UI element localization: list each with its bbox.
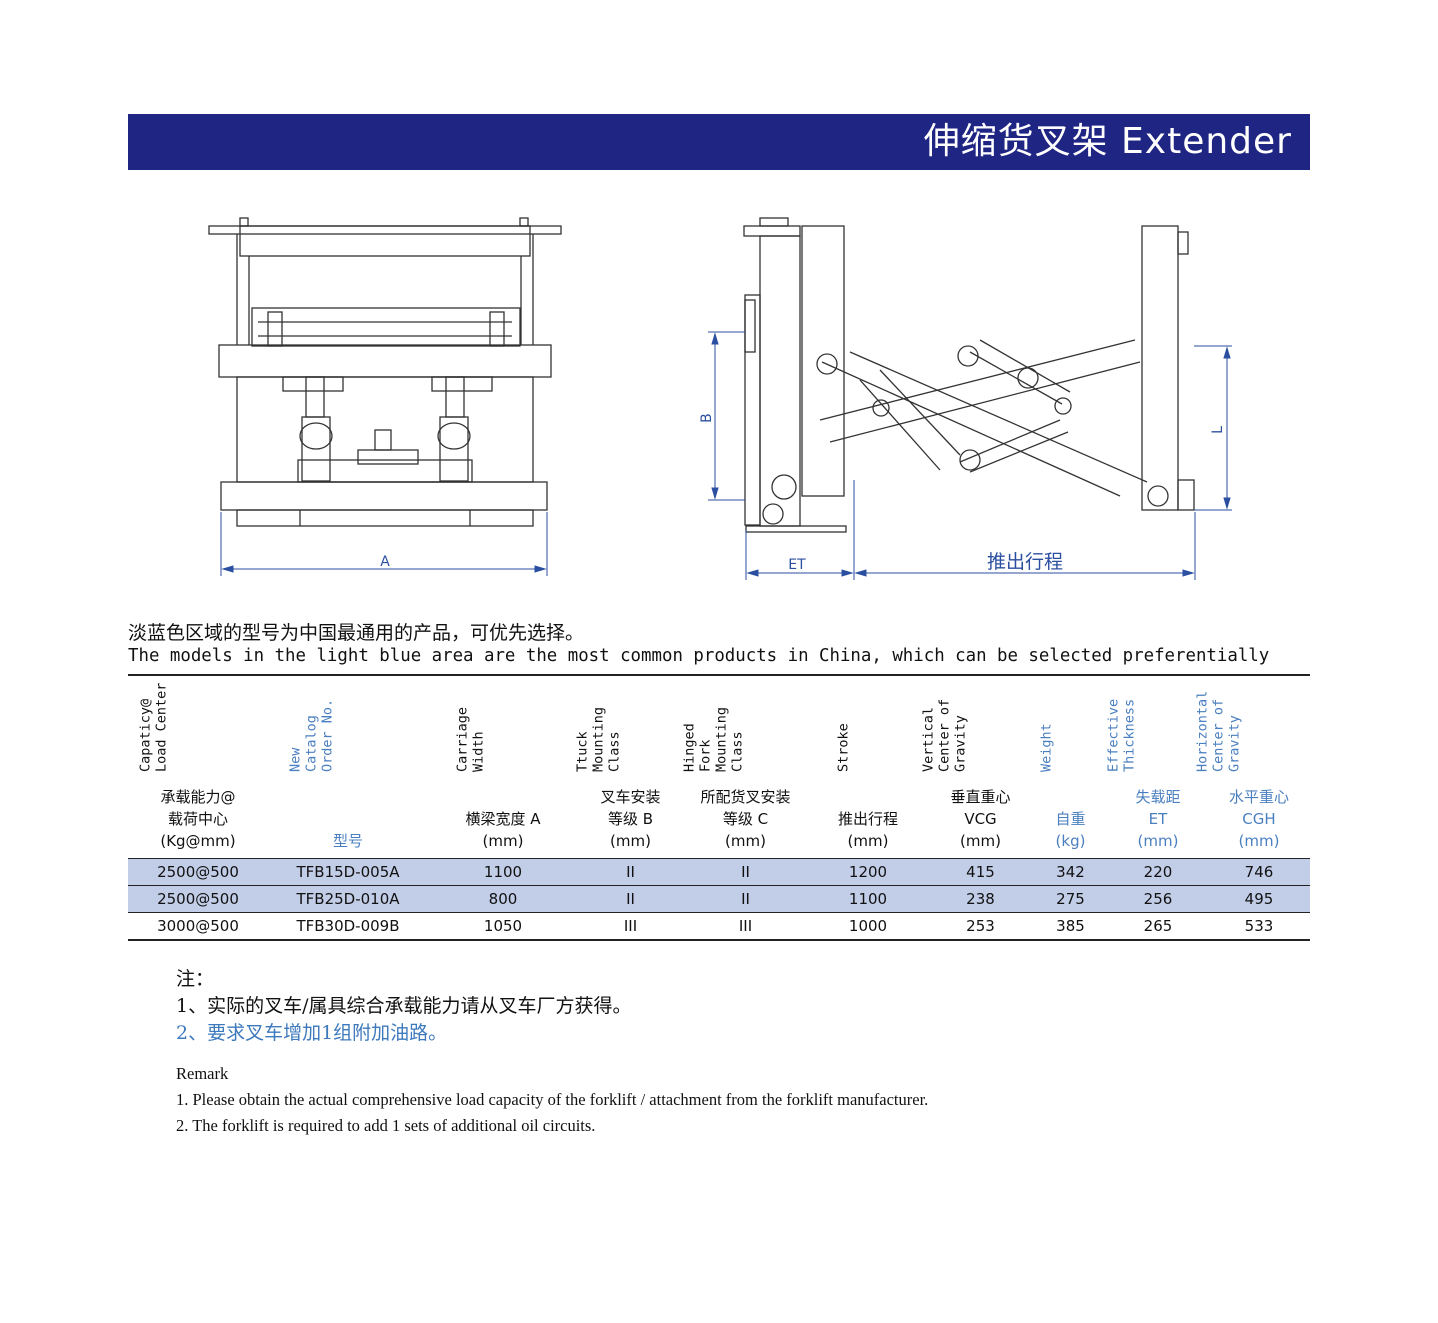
- table-cell: 265: [1143, 917, 1173, 935]
- table-row: 2500@500 TFB25D-010A 800 II II 1100 238 275 256 4…: [128, 885, 1310, 912]
- table-cell: 746: [1244, 863, 1274, 881]
- header-english: New Catalog Order No.: [287, 698, 336, 772]
- side-view: [743, 217, 1195, 533]
- remarks-title: Remark: [176, 1064, 229, 1083]
- table-cell: 253: [966, 917, 995, 935]
- header-cell: Hinged Fork Mounting Class 所配货叉安装 等级 C (m…: [680, 676, 808, 858]
- table-cell: 1100: [483, 863, 523, 881]
- table-cell: II: [741, 863, 750, 881]
- dimension-label-l: L: [1210, 426, 1226, 434]
- dimension-B: [708, 331, 745, 501]
- table-cell: 1000: [848, 917, 888, 935]
- dimension-label-b: B: [699, 413, 715, 423]
- table-cell: 495: [1244, 890, 1274, 908]
- header-cell: Horizontal Center of Gravity 水平重心 CGH (mm…: [1194, 676, 1310, 858]
- notes-title: 注：: [176, 968, 215, 990]
- table-cell: 2500@500: [157, 863, 239, 881]
- header-chinese: 推出行程 (mm): [837, 810, 898, 850]
- dimension-label-stroke: 推出行程: [987, 551, 1063, 573]
- header-cell: Effective Thickness 失载距 ET (mm): [1105, 676, 1208, 858]
- header-english: Weight: [1038, 723, 1055, 772]
- table-cell: 2500@500: [157, 890, 239, 908]
- header-chinese: 横梁宽度 A (mm): [465, 810, 541, 850]
- table-cell: 385: [1056, 917, 1085, 935]
- title-banner: 伸缩货叉架 Extender: [128, 114, 1310, 170]
- table-row: 3000@500 TFB30D-009B 1050 III III 1000 253 385 2…: [128, 912, 1310, 939]
- header-chinese: 叉车安装 等级 B (mm): [600, 788, 661, 850]
- notes-section: 注： 1、实际的叉车/属具综合承载能力请从叉车厂方获得。 2、要求叉车增加1组附…: [176, 966, 632, 1047]
- header-chinese: 垂直重心 VCG (mm): [950, 788, 1011, 850]
- table-cell: TFB15D-005A: [296, 863, 400, 881]
- table-cell: III: [738, 917, 753, 935]
- spec-table: Capaticy@ Load Center 承载能力@ 载荷中心 (Kg@mm) N…: [128, 674, 1310, 941]
- dimension-A: [220, 512, 548, 576]
- header-cell: New Catalog Order No. 型号: [268, 676, 428, 858]
- table-cell: TFB25D-010A: [296, 890, 400, 908]
- header-english: Horizontal Center of Gravity: [1194, 690, 1243, 772]
- table-cell: 415: [966, 863, 995, 881]
- header-chinese: 型号: [332, 832, 363, 850]
- table-cell: II: [741, 890, 750, 908]
- header-cell: Ttuck Mounting Class 叉车安装 等级 B (mm): [574, 676, 683, 858]
- dimension-label-et: ET: [788, 557, 806, 573]
- dimension-label-a: A: [380, 554, 390, 570]
- table-cell: 800: [488, 890, 518, 908]
- table-cell: 238: [966, 890, 995, 908]
- header-cell: Capaticy@ Load Center 承载能力@ 载荷中心 (Kg@mm): [128, 676, 268, 858]
- table-cell: 533: [1244, 917, 1274, 935]
- header-chinese: 失载距 ET (mm): [1135, 788, 1181, 850]
- table-cell: 256: [1143, 890, 1173, 908]
- remark-item-2: 2. The forklift is required to add 1 set…: [176, 1116, 596, 1135]
- table-header-row: Capaticy@ Load Center 承载能力@ 载荷中心 (Kg@mm) N…: [128, 676, 1310, 858]
- table-cell: II: [626, 863, 635, 881]
- table-cell: 220: [1143, 863, 1173, 881]
- remark-item-1: 1. Please obtain the actual comprehensiv…: [176, 1090, 929, 1109]
- note-item-2: 2、要求叉车增加1组附加油路。: [176, 1022, 448, 1044]
- header-cell: Carriage Width 横梁宽度 A (mm): [428, 676, 578, 858]
- page-title: 伸缩货叉架 Extender: [923, 121, 1292, 162]
- header-english: Hinged Fork Mounting Class: [680, 706, 745, 772]
- technical-drawing: A B: [208, 217, 1232, 580]
- table-cell: 275: [1056, 890, 1085, 908]
- header-chinese: 承载能力@ 载荷中心 (Kg@mm): [160, 788, 236, 850]
- notice-english: The models in the light blue area are th…: [128, 646, 1270, 666]
- notice-chinese: 淡蓝色区域的型号为中国最通用的产品，可优先选择。: [128, 622, 585, 644]
- header-cell: Vertical Center of Gravity 垂直重心 VCG (mm): [920, 676, 1033, 858]
- header-chinese: 所配货叉安装 等级 C (mm): [700, 788, 791, 850]
- header-chinese: 水平重心 CGH (mm): [1228, 788, 1289, 850]
- note-item-1: 1、实际的叉车/属具综合承载能力请从叉车厂方获得。: [176, 995, 632, 1017]
- table-cell: II: [626, 890, 635, 908]
- table-cell: 1100: [848, 890, 888, 908]
- header-english: Stroke: [835, 723, 852, 772]
- header-cell: Weight 自重 (kg): [1033, 676, 1108, 858]
- table-cell: III: [623, 917, 638, 935]
- header-english: Vertical Center of Gravity: [919, 698, 968, 772]
- header-chinese: 自重 (kg): [1055, 810, 1086, 850]
- table-cell: 342: [1056, 863, 1085, 881]
- remarks-section: Remark 1. Please obtain the actual compr…: [176, 1061, 928, 1139]
- header-english: Carriage Width: [454, 706, 487, 772]
- dimension-ET-stroke: [745, 480, 1196, 580]
- table-cell: TFB30D-009B: [296, 917, 400, 935]
- header-english: Ttuck Mounting Class: [573, 706, 622, 772]
- header-cell: Stroke 推出行程 (mm): [808, 676, 928, 858]
- header-english: Capaticy@ Load Center: [137, 682, 170, 772]
- dimension-L: [1194, 345, 1232, 511]
- table-cell: 1200: [848, 863, 888, 881]
- header-english: Effective Thickness: [1105, 698, 1138, 772]
- table-cell: 1050: [483, 917, 523, 935]
- table-row: 2500@500 TFB15D-005A 1100 II II 1200 415 342 220…: [128, 858, 1310, 885]
- table-cell: 3000@500: [157, 917, 239, 935]
- front-view: [208, 217, 562, 527]
